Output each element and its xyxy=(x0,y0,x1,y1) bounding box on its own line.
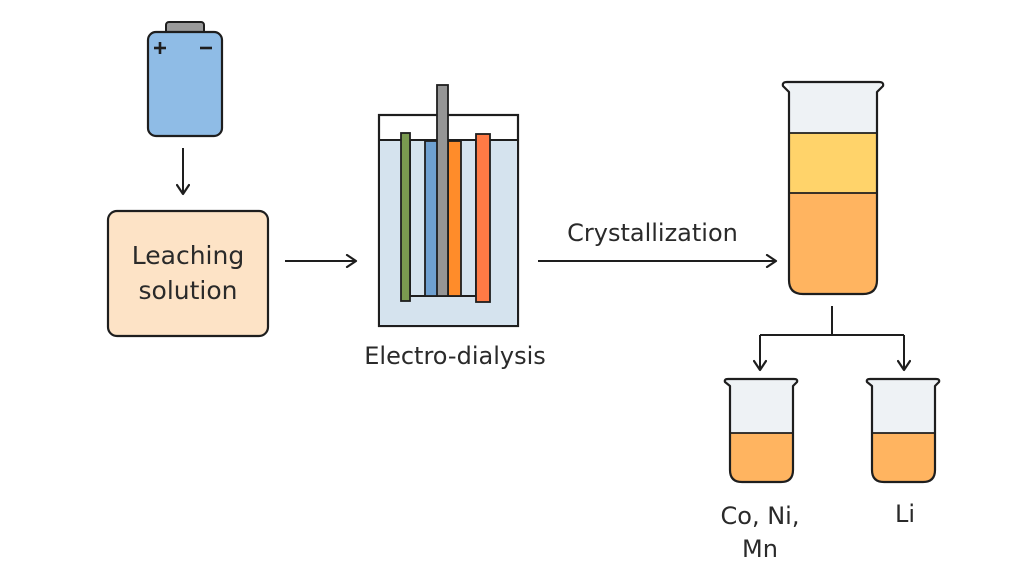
output-co-ni-mn-line1: Co, Ni, xyxy=(720,502,800,530)
output-co-ni-mn-label: Co, Ni, Mn xyxy=(690,500,830,566)
split-connector xyxy=(760,306,904,370)
membrane-blue xyxy=(424,140,439,297)
layer-orange xyxy=(789,193,877,294)
output-co-ni-mn-line2: Mn xyxy=(742,535,778,563)
battery-icon xyxy=(146,21,224,138)
vessel-outline xyxy=(781,80,885,296)
electrodialysis-cell xyxy=(377,84,520,328)
vessel-empty xyxy=(785,82,882,133)
electrodialysis-label: Electro-dialysis xyxy=(364,342,546,370)
membrane-orange xyxy=(447,140,462,297)
beaker-li xyxy=(865,377,941,484)
electrode-right-orange xyxy=(475,133,491,303)
center-electrode-rod xyxy=(436,84,449,297)
leaching-solution-label: Leaching solution xyxy=(131,241,245,305)
electrode-left-green xyxy=(400,132,411,302)
output-li-label: Li xyxy=(894,500,916,528)
crystallization-vessel xyxy=(781,80,885,296)
beaker-co-ni-mn xyxy=(723,377,799,484)
battery-body xyxy=(146,30,224,138)
leaching-solution-box xyxy=(106,209,270,338)
crystallization-label: Crystallization xyxy=(567,219,738,247)
layer-yellow xyxy=(789,133,877,193)
plus-icon xyxy=(154,42,166,54)
